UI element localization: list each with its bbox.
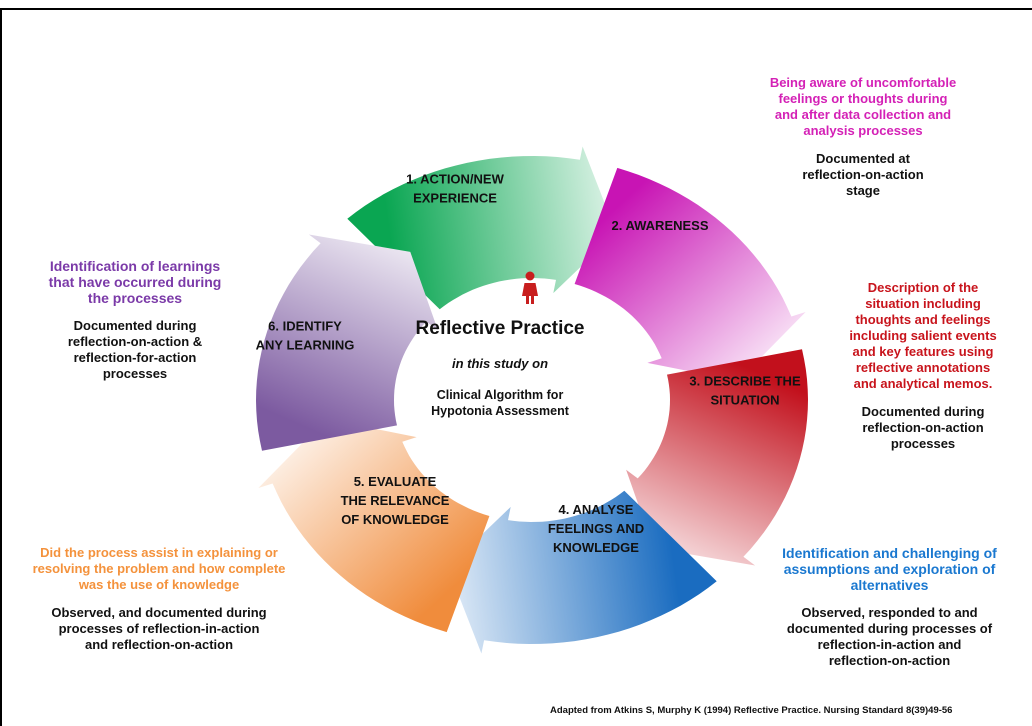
stage-label-line: OF KNOWLEDGE [341,512,449,527]
annotation-evaluate-sub: Observed, and documented during processe… [51,605,267,652]
annotation-evaluate: Did the process assist in explaining or … [14,545,304,653]
stage-label-action: 1. ACTION/NEW EXPERIENCE [406,172,504,206]
annotation-describe-sub: Documented during reflection-on-action p… [861,404,985,451]
annotation-evaluate-heading: Did the process assist in explaining or … [32,545,286,592]
annotation-describe-heading: Description of the situation including t… [849,280,997,391]
stage-label-line: 1. ACTION/NEW [406,172,504,187]
stage-arrow-awareness [574,167,806,381]
stage-label-line: FEELINGS AND [548,521,644,536]
stage-arrow-evaluate [258,419,490,633]
stage-label-analyse: 4. ANALYSE FEELINGS AND KNOWLEDGE [548,502,644,555]
person-icon [522,271,538,304]
stage-label-line: EXPERIENCE [413,191,497,206]
annotation-analyse: Identification and challenging of assump… [752,545,1027,669]
stage-arrow-describe [626,349,808,566]
annotation-identify: Identification of learnings that have oc… [15,258,255,382]
annotation-identify-heading: Identification of learnings that have oc… [48,258,222,306]
center-study-name: Clinical Algorithm for Hypotonia Assessm… [431,388,569,418]
stage-label-line: 6. IDENTIFY [268,319,342,334]
stage-label-line: 2. AWARENESS [611,218,708,233]
stage-label-line: KNOWLEDGE [553,540,639,555]
stage-label-line: 5. EVALUATE [354,474,437,489]
stage-label-line: THE RELEVANCE [341,493,450,508]
stage-arrow-analyse [447,490,717,654]
annotation-awareness-heading: Being aware of uncomfortable feelings or… [769,75,957,138]
annotation-awareness-sub: Documented at reflection-on-action stage [802,151,924,198]
stage-label-evaluate: 5. EVALUATE THE RELEVANCE OF KNOWLEDGE [341,474,450,527]
center-title: Reflective Practice [415,318,585,339]
annotation-identify-sub: Documented during reflection-on-action &… [67,318,203,381]
annotation-analyse-heading: Identification and challenging of assump… [782,545,997,593]
stage-label-line: 3. DESCRIBE THE [689,374,801,389]
diagram-frame [0,8,1032,726]
annotation-describe: Description of the situation including t… [833,280,1013,452]
annotation-analyse-sub: Observed, responded to and documented du… [786,605,993,668]
stage-arrow-identify [256,234,438,451]
stage-label-line: SITUATION [710,393,779,408]
citation: Adapted from Atkins S, Murphy K (1994) R… [550,705,953,716]
stage-label-line: ANY LEARNING [256,338,355,353]
stage-label-describe: 3. DESCRIBE THE SITUATION [689,374,801,408]
stage-label-awareness: 2. AWARENESS [611,218,708,233]
annotation-awareness: Being aware of uncomfortable feelings or… [748,75,978,199]
center-subtitle: in this study on [451,356,549,371]
stage-label-identify: 6. IDENTIFY ANY LEARNING [256,319,355,353]
stage-label-line: 4. ANALYSE [559,502,634,517]
